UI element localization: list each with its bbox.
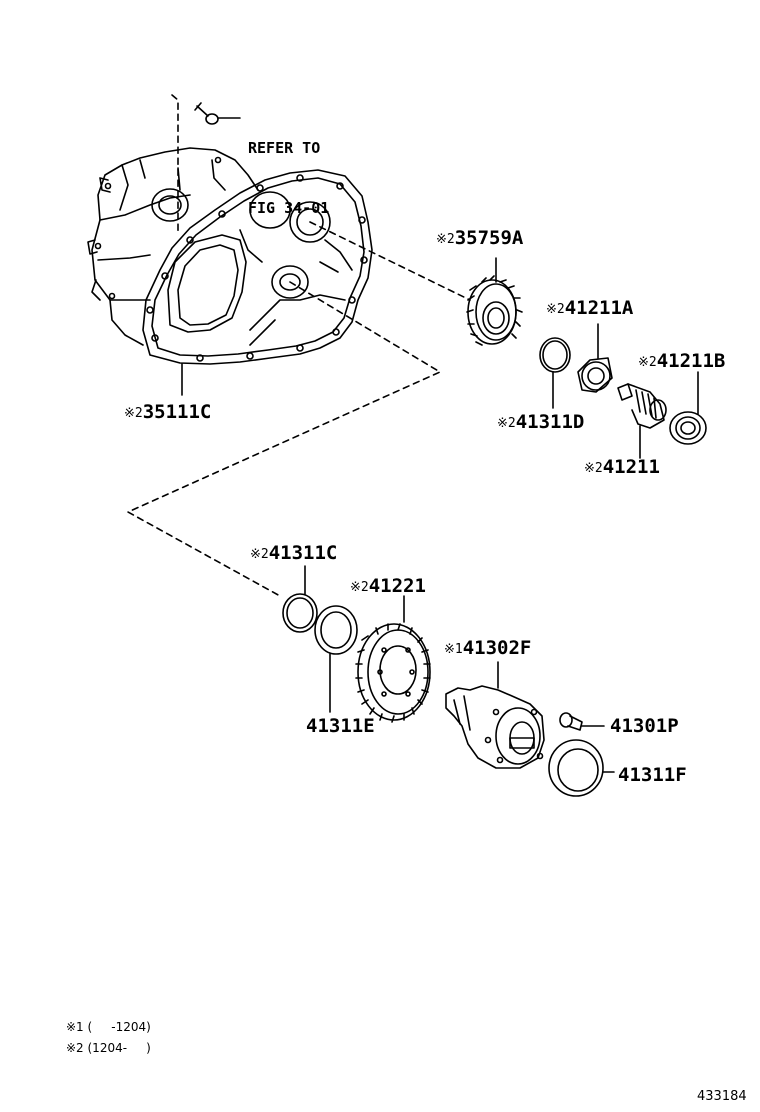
- snap-ring-41311c-drawing: [282, 565, 318, 633]
- differential-case-41302f-drawing: [445, 661, 545, 769]
- note-mark: ※2: [250, 547, 269, 562]
- part-number: 41311F: [618, 764, 687, 786]
- part-label-41311c[interactable]: ※241311C: [250, 543, 337, 565]
- refer-line1: REFER TO: [248, 139, 321, 157]
- bearing-41211a-drawing: [577, 323, 613, 393]
- part-label-35111c[interactable]: ※235111C: [124, 402, 211, 424]
- ring-gear-41221-drawing: [355, 595, 431, 723]
- part-label-35759a[interactable]: ※235759A: [436, 228, 523, 250]
- part-number: 41301P: [610, 715, 679, 737]
- refer-line2: FIG 34-01: [248, 199, 330, 217]
- part-label-41211[interactable]: ※241211: [584, 457, 660, 479]
- footnote-2: ※2 (1204- ): [66, 1041, 151, 1055]
- part-number: 41211B: [656, 350, 726, 372]
- part-label-41211b[interactable]: ※241211B: [638, 351, 725, 373]
- pinion-shaft-41211-drawing: [617, 383, 667, 459]
- part-label-41311e[interactable]: 41311E: [306, 716, 375, 736]
- part-number: 41311E: [306, 715, 375, 737]
- part-number: 41311C: [268, 542, 338, 564]
- transaxle-case-drawing: [87, 147, 373, 396]
- bearing-41211b-drawing: [669, 371, 707, 445]
- note-mark: ※2: [436, 232, 455, 247]
- drive-gear-35759a-drawing: [466, 257, 523, 346]
- part-label-41301p[interactable]: 41301P: [610, 716, 679, 736]
- figure-number: 433184: [697, 1089, 747, 1104]
- part-number: 41302F: [462, 637, 532, 659]
- refer-bolt-drawing: [194, 102, 241, 125]
- part-label-41221[interactable]: ※241221: [350, 576, 426, 598]
- refer-to-label: REFER TO FIG 34-01: [248, 98, 329, 238]
- part-number: 41311D: [515, 411, 585, 433]
- footnote-1: ※1 ( -1204): [66, 1020, 151, 1034]
- assembly-line-lower: [127, 281, 441, 597]
- seal-41311f-drawing: [548, 739, 615, 797]
- note-mark: ※2: [124, 406, 143, 421]
- refer-leader-dashed: [171, 94, 179, 233]
- note-mark: ※2: [546, 302, 565, 317]
- part-number: 35111C: [142, 401, 212, 423]
- part-label-41302f[interactable]: ※141302F: [444, 638, 531, 660]
- note-mark: ※2: [584, 461, 603, 476]
- part-number: 35759A: [454, 227, 524, 249]
- part-number: 41211: [602, 456, 660, 478]
- snap-ring-41311d-drawing: [539, 337, 571, 409]
- part-label-41311f[interactable]: 41311F: [618, 765, 687, 785]
- note-mark: ※2: [638, 355, 657, 370]
- part-number: 41211A: [564, 297, 634, 319]
- note-mark: ※1: [444, 642, 463, 657]
- seal-41311e-drawing: [314, 605, 358, 713]
- part-number: 41221: [368, 575, 426, 597]
- bolt-41301p-drawing: [559, 712, 605, 731]
- part-label-41211a[interactable]: ※241211A: [546, 298, 633, 320]
- note-mark: ※2: [350, 580, 369, 595]
- assembly-line-upper: [309, 221, 471, 301]
- part-label-41311d[interactable]: ※241311D: [497, 412, 584, 434]
- note-mark: ※2: [497, 416, 516, 431]
